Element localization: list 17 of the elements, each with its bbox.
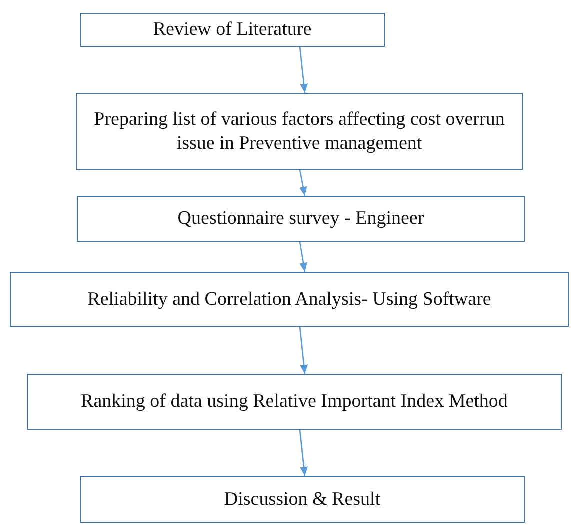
process-box: [10, 272, 569, 327]
step-text: Review of Literature: [153, 18, 312, 42]
arrow: [299, 326, 308, 374]
step-text: Preparing list of various factors affecting cost overrun issue in Preventive management: [93, 108, 506, 156]
step-text: Questionnaire survey - Engineer: [178, 207, 424, 231]
process-box: [80, 476, 525, 523]
arrow: [299, 430, 308, 476]
arrow: [299, 46, 308, 94]
arrow: [299, 242, 308, 272]
step-text: Discussion & Result: [224, 488, 381, 512]
process-box: [77, 196, 525, 242]
arrow: [299, 170, 308, 196]
step-text: Ranking of data using Relative Important Index Method: [81, 390, 508, 414]
process-box: [27, 374, 562, 430]
process-box: [76, 93, 523, 170]
step-text: Reliability and Correlation Analysis- Using Software: [88, 288, 492, 312]
process-box: [80, 13, 385, 47]
